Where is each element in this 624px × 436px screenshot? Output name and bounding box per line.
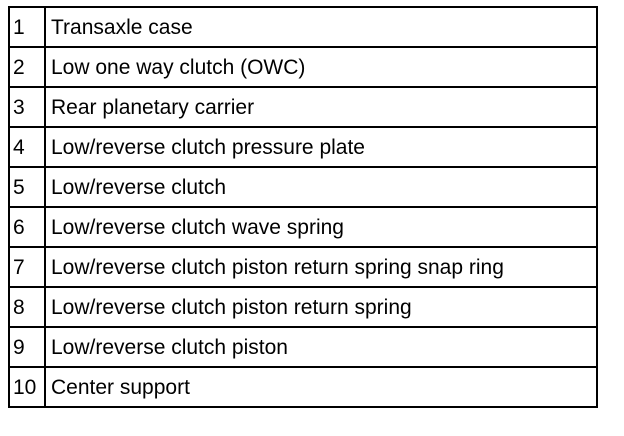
table-row: 2 Low one way clutch (OWC) [8,46,598,88]
parts-legend-body: 1 Transaxle case 2 Low one way clutch (O… [8,6,598,408]
part-description: Transaxle case [44,6,598,48]
table-row: 7 Low/reverse clutch piston return sprin… [8,246,598,288]
part-number: 9 [8,326,46,368]
part-number: 1 [8,6,46,48]
part-number: 6 [8,206,46,248]
part-number: 5 [8,166,46,208]
part-number: 8 [8,286,46,328]
part-description: Low/reverse clutch wave spring [44,206,598,248]
part-number: 4 [8,126,46,168]
table-row: 8 Low/reverse clutch piston return sprin… [8,286,598,328]
part-description: Low/reverse clutch piston return spring [44,286,598,328]
table-row: 6 Low/reverse clutch wave spring [8,206,598,248]
part-description: Low/reverse clutch [44,166,598,208]
table-row: 1 Transaxle case [8,6,598,48]
parts-legend-table: 1 Transaxle case 2 Low one way clutch (O… [8,6,598,408]
part-number: 7 [8,246,46,288]
part-description: Low one way clutch (OWC) [44,46,598,88]
part-description: Rear planetary carrier [44,86,598,128]
part-description: Center support [44,366,598,408]
part-description: Low/reverse clutch pressure plate [44,126,598,168]
table-row: 9 Low/reverse clutch piston [8,326,598,368]
part-number: 10 [8,366,46,408]
table-row: 5 Low/reverse clutch [8,166,598,208]
part-number: 2 [8,46,46,88]
part-description: Low/reverse clutch piston return spring … [44,246,598,288]
table-row: 4 Low/reverse clutch pressure plate [8,126,598,168]
part-description: Low/reverse clutch piston [44,326,598,368]
table-row: 10 Center support [8,366,598,408]
table-row: 3 Rear planetary carrier [8,86,598,128]
part-number: 3 [8,86,46,128]
